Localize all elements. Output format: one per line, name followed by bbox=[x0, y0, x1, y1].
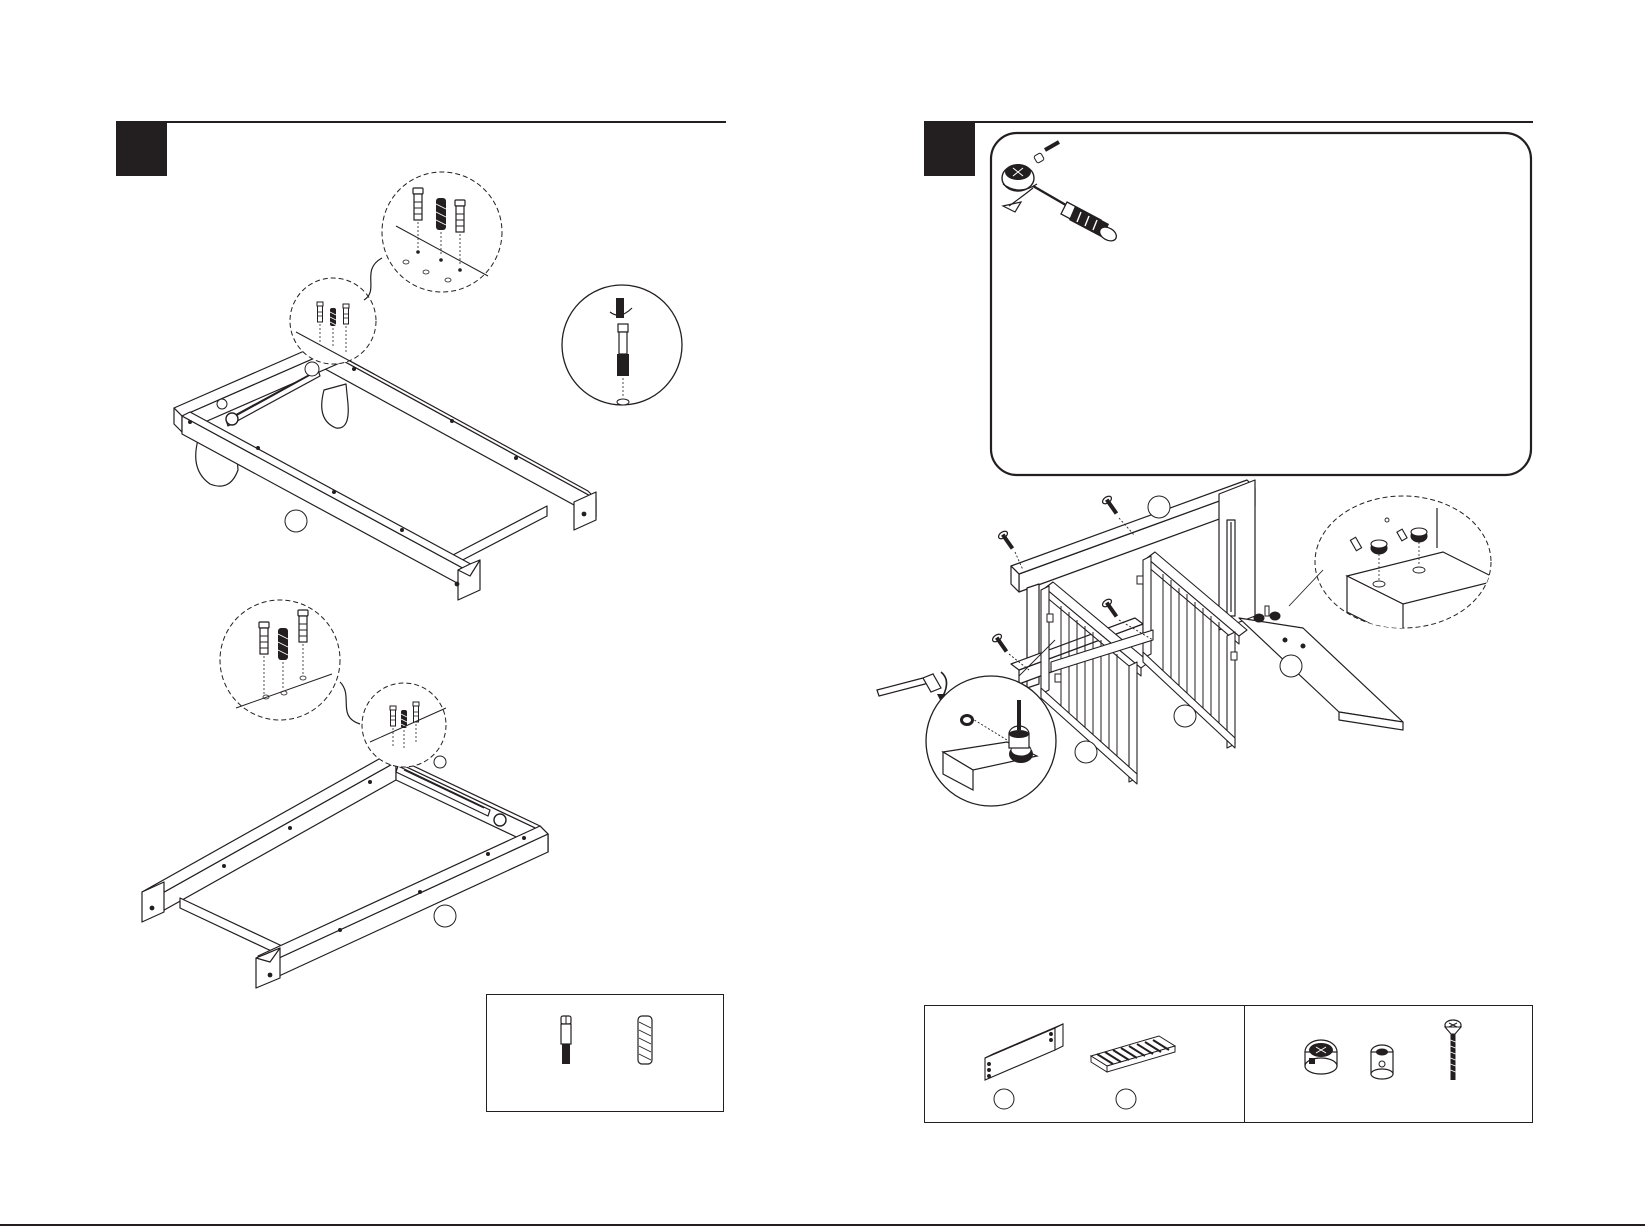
upper-bed-frame bbox=[174, 338, 596, 600]
page-left bbox=[0, 0, 822, 1226]
zoom-leader-right bbox=[1289, 570, 1323, 606]
assembly-part-label-circle-3 bbox=[1174, 705, 1196, 727]
lower-bed-frame bbox=[142, 754, 548, 988]
upper-hardware-zoom-large bbox=[382, 172, 502, 292]
right-parts-box-divider bbox=[1244, 1005, 1245, 1123]
lower-frame-part-label-circle bbox=[434, 905, 456, 927]
upper-frame-part-label-circle bbox=[285, 510, 307, 532]
lower-hardware-zoom-large bbox=[220, 600, 340, 720]
right-parts-box bbox=[924, 1005, 1533, 1123]
screw-insertion-detail bbox=[926, 676, 1056, 806]
lower-zoom-connector bbox=[340, 682, 360, 724]
bolt-insertion-detail bbox=[562, 285, 682, 405]
allen-key-icon bbox=[877, 672, 947, 702]
left-parts-box bbox=[486, 994, 724, 1112]
instruction-callout-box bbox=[991, 133, 1531, 475]
assembly-part-label-circle-4 bbox=[1280, 655, 1302, 677]
slatted-side-panels bbox=[1041, 552, 1247, 784]
lower-hardware-zoom-small bbox=[362, 683, 446, 767]
cam-lock-zoom-detail bbox=[1315, 496, 1499, 640]
page-bottom-rule bbox=[0, 1224, 1645, 1226]
page-right bbox=[823, 0, 1645, 1226]
assembly-part-label-circle-1 bbox=[1148, 496, 1170, 518]
assembly-part-label-circle-2 bbox=[1075, 741, 1097, 763]
